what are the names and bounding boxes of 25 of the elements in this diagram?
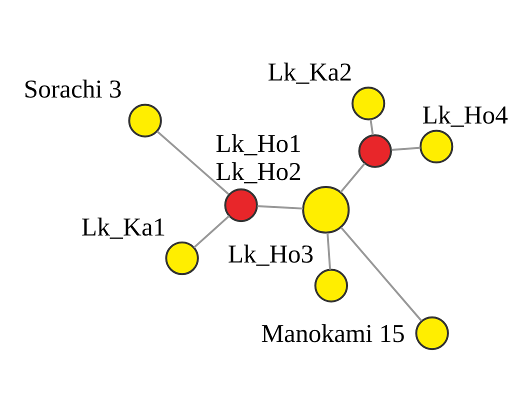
connector xyxy=(340,226,422,322)
node-circle xyxy=(352,86,386,120)
connector xyxy=(193,215,230,248)
node-circle xyxy=(224,188,258,222)
connector xyxy=(156,130,230,195)
node-label: Sorachi 3 xyxy=(24,74,122,104)
node-label: Lk_Ka2 xyxy=(268,58,352,87)
node-label: Lk_Ka1 xyxy=(81,212,166,242)
node-circle xyxy=(165,241,199,276)
node-circle xyxy=(314,268,348,302)
node-label: Lk_Ho4 xyxy=(422,100,508,130)
node-label: Lk_Ho2 xyxy=(216,156,302,186)
connector xyxy=(257,205,303,210)
connector xyxy=(326,232,332,270)
connector xyxy=(392,146,420,151)
connector xyxy=(340,162,366,193)
node-circle xyxy=(302,186,350,234)
node-label: Lk_Ho1 xyxy=(216,129,302,158)
node-circle xyxy=(420,130,454,164)
node-label: Manokami 15 xyxy=(261,318,405,348)
node-label: Lk_Ho3 xyxy=(228,240,314,269)
node-circle xyxy=(415,316,449,350)
node-circle xyxy=(358,134,392,168)
connector xyxy=(370,120,374,136)
node-circle xyxy=(128,104,162,138)
